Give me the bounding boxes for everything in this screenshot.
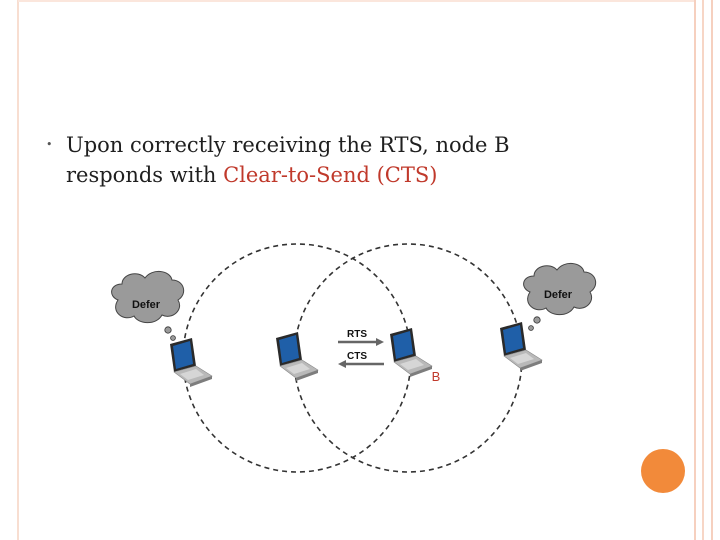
cts-label: CTS — [347, 351, 367, 362]
bullet-line-1: Upon correctly receiving the RTS, node B — [66, 133, 510, 157]
bullet-marker: • — [46, 138, 53, 151]
bullet-text-block: • Upon correctly receiving the RTS, node… — [46, 130, 666, 190]
defer-bubble-left: Defer — [111, 271, 185, 341]
laptop-far-left — [169, 337, 213, 388]
defer-bubble-right: Defer — [523, 263, 597, 331]
defer-label-left: Defer — [132, 299, 161, 311]
bullet-line-2: responds with Clear-to-Send (CTS) — [46, 160, 666, 190]
rts-label: RTS — [347, 329, 367, 340]
orange-dot-decoration — [641, 449, 685, 493]
laptop-node-b — [389, 327, 433, 378]
cts-highlight-text: Clear-to-Send (CTS) — [223, 163, 438, 187]
bullet-line-2-prefix: responds with — [66, 163, 224, 187]
node-b-label: B — [432, 369, 441, 384]
laptop-far-right — [499, 321, 543, 372]
defer-label-right: Defer — [544, 289, 573, 301]
laptop-node-a — [275, 331, 319, 382]
